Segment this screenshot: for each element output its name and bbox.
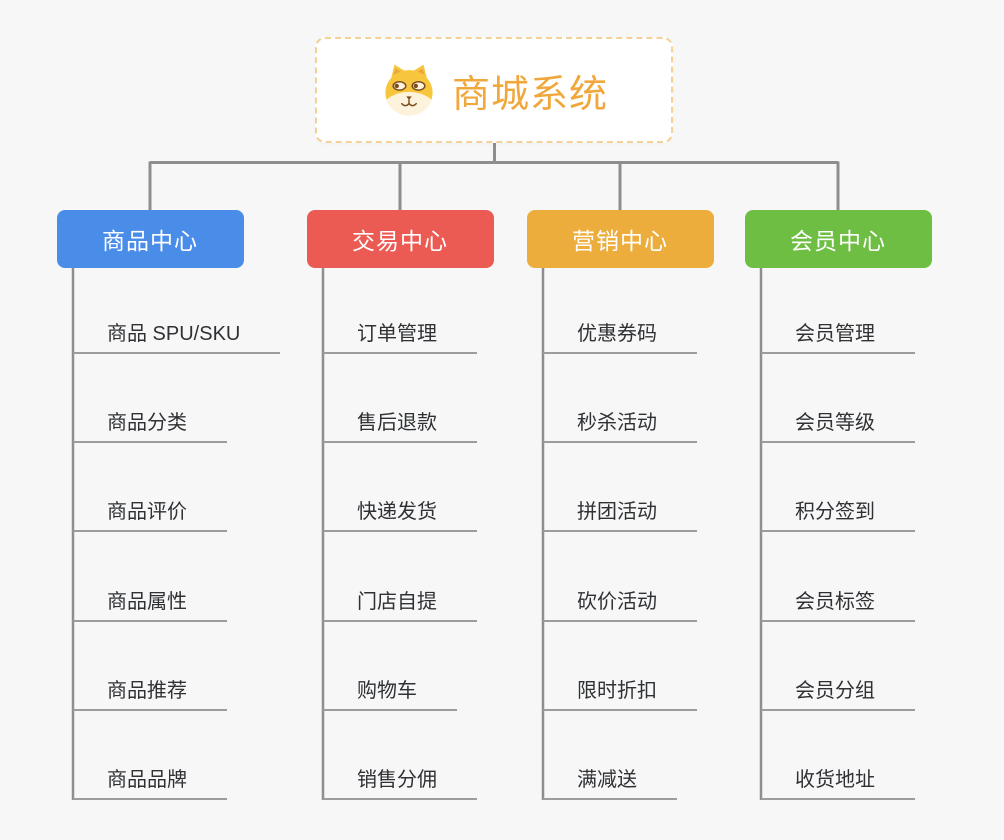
topic-item[interactable]: 会员等级 (761, 397, 915, 444)
topic-item[interactable]: 满减送 (543, 754, 677, 800)
topic-item[interactable]: 会员标签 (761, 576, 915, 622)
topic-item[interactable]: 商品评价 (73, 486, 227, 533)
topic-item[interactable]: 商品分类 (73, 397, 227, 444)
topic-item[interactable]: 销售分佣 (323, 754, 477, 800)
topic-item[interactable]: 商品推荐 (73, 665, 227, 711)
topic-item[interactable]: 会员管理 (761, 308, 915, 354)
branch-node-4[interactable]: 会员中心 (744, 210, 932, 268)
topic-item[interactable]: 订单管理 (323, 308, 477, 354)
topic-item[interactable]: 会员分组 (761, 665, 915, 711)
branch-node-1[interactable]: 商品中心 (56, 210, 244, 268)
topic-item[interactable]: 门店自提 (323, 576, 477, 622)
topic-item[interactable]: 商品品牌 (73, 754, 227, 800)
topic-item[interactable]: 砍价活动 (543, 576, 697, 622)
root-title: 商城系统 (451, 73, 608, 116)
topic-item[interactable]: 限时折扣 (543, 665, 697, 711)
topic-item[interactable]: 收货地址 (761, 754, 915, 800)
topic-item[interactable]: 售后退款 (323, 397, 477, 444)
topic-item[interactable]: 优惠券码 (543, 308, 697, 354)
topic-item[interactable]: 商品 SPU/SKU (73, 308, 281, 354)
root-node[interactable]: 商城系统 (315, 37, 673, 143)
topic-item[interactable]: 积分签到 (761, 486, 915, 533)
branch-node-2[interactable]: 交易中心 (306, 210, 494, 268)
doge-icon (385, 64, 433, 116)
topic-item[interactable]: 购物车 (323, 665, 457, 711)
topic-item[interactable]: 商品属性 (73, 576, 227, 622)
branch-node-3[interactable]: 营销中心 (526, 210, 714, 268)
topic-item[interactable]: 秒杀活动 (543, 397, 697, 444)
topic-item[interactable]: 快递发货 (323, 486, 477, 533)
topic-item[interactable]: 拼团活动 (543, 486, 697, 533)
